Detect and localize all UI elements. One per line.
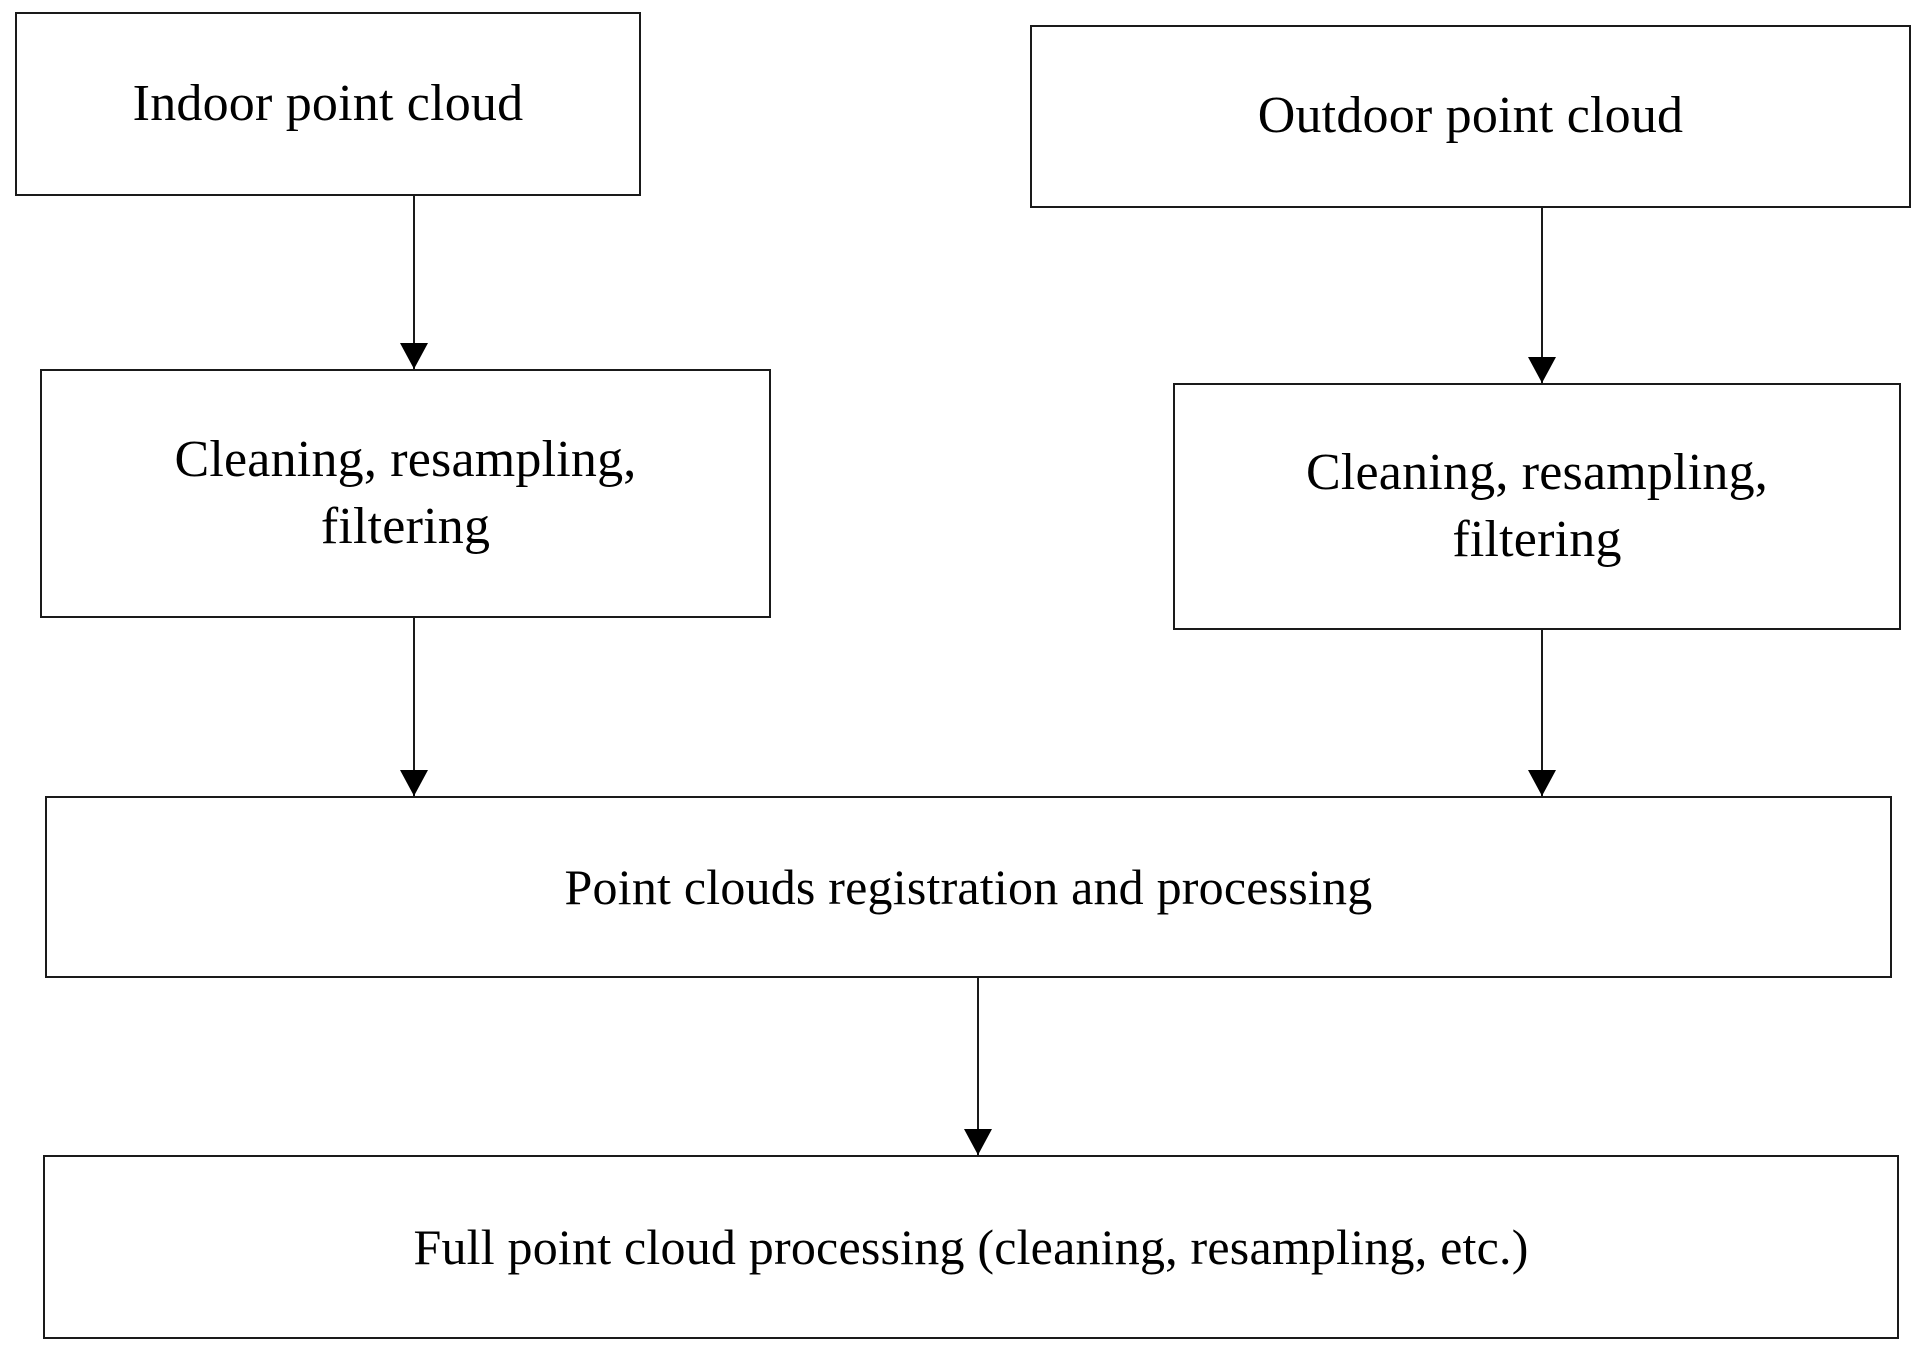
arrow-shaft bbox=[1541, 207, 1543, 383]
arrowhead-down-icon bbox=[400, 770, 428, 796]
node-indoor-point-cloud-label: Indoor point cloud bbox=[132, 74, 524, 132]
arrow-shaft bbox=[413, 617, 415, 796]
node-outdoor-point-cloud-label: Outdoor point cloud bbox=[1257, 87, 1684, 145]
node-full-processing[interactable]: Full point cloud processing (cleaning, r… bbox=[43, 1155, 1899, 1339]
arrow-shaft bbox=[413, 196, 415, 369]
node-indoor-cleaning[interactable]: Cleaning, resampling, filtering bbox=[40, 369, 771, 618]
arrowhead-down-icon bbox=[1528, 770, 1556, 796]
node-registration[interactable]: Point clouds registration and processing bbox=[45, 796, 1892, 978]
arrow-indoor-cleaning-to-registration bbox=[400, 617, 428, 796]
node-outdoor-point-cloud[interactable]: Outdoor point cloud bbox=[1030, 25, 1911, 208]
arrow-outdoor-cleaning-to-registration bbox=[1528, 629, 1556, 796]
node-registration-label: Point clouds registration and processing bbox=[564, 859, 1373, 915]
arrow-registration-to-full-processing bbox=[964, 978, 992, 1155]
arrowhead-down-icon bbox=[1528, 357, 1556, 383]
arrowhead-down-icon bbox=[400, 343, 428, 369]
arrow-indoor-point-cloud-to-indoor-cleaning bbox=[400, 196, 428, 369]
arrow-shaft bbox=[977, 978, 979, 1155]
node-outdoor-cleaning-label: Cleaning, resampling, filtering bbox=[1306, 443, 1768, 568]
arrow-shaft bbox=[1541, 629, 1543, 796]
node-indoor-point-cloud[interactable]: Indoor point cloud bbox=[15, 12, 641, 196]
arrowhead-down-icon bbox=[964, 1129, 992, 1155]
node-full-processing-label: Full point cloud processing (cleaning, r… bbox=[413, 1219, 1529, 1275]
node-indoor-cleaning-label: Cleaning, resampling, filtering bbox=[174, 430, 637, 555]
arrow-outdoor-point-cloud-to-outdoor-cleaning bbox=[1528, 207, 1556, 383]
node-outdoor-cleaning[interactable]: Cleaning, resampling, filtering bbox=[1173, 383, 1901, 630]
